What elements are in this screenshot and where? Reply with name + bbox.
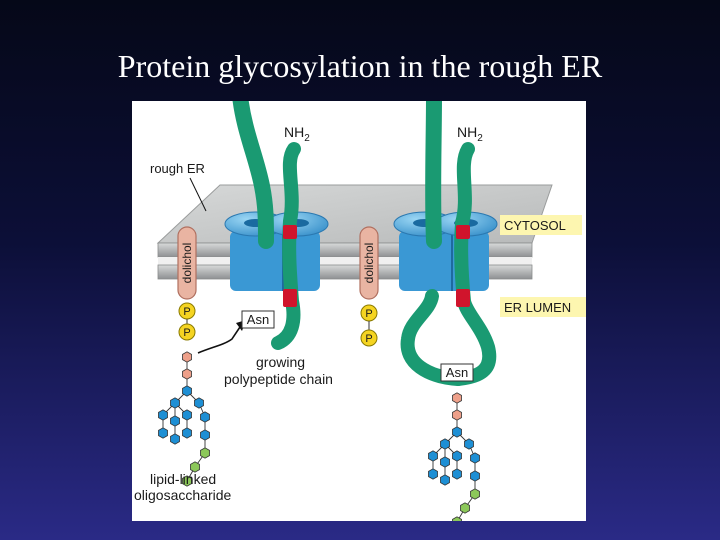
red-segment-right-upper [456, 225, 470, 239]
red-segment-right-lower [456, 289, 470, 307]
sugar-residue [440, 438, 450, 450]
nh2-label-left: NH2 [284, 124, 310, 144]
sugar-residue [182, 409, 192, 421]
phosphate-left-1-label: P [183, 306, 190, 318]
sugar-residue [158, 427, 168, 439]
sugar-residue [440, 456, 450, 468]
sugar-residue [452, 392, 462, 404]
sugar-residue [470, 452, 480, 464]
phosphate-group-left: P P [178, 302, 196, 341]
sugar-residue [182, 427, 192, 439]
rough-er-label: rough ER [150, 161, 205, 176]
phosphate-right-1-label: P [365, 308, 372, 320]
er-membrane [156, 184, 553, 280]
cytosol-label-box [500, 215, 582, 235]
sugar-residue [170, 415, 180, 427]
sugar-residue [170, 397, 180, 409]
sugar-residue [470, 488, 480, 500]
transfer-arrow [197, 320, 246, 354]
polypeptide-left-ribosome-strand [232, 101, 274, 249]
er-lumen-label: ER LUMEN [504, 300, 571, 315]
translocon-left [224, 211, 329, 291]
sugar-residue [452, 468, 462, 480]
sugar-residue [190, 461, 200, 473]
lipid-linked-oligosaccharide [158, 351, 210, 487]
asn-right-box [440, 363, 474, 382]
sugar-residue [428, 468, 438, 480]
sugar-residue [158, 409, 168, 421]
rough-er-pointer [189, 177, 207, 212]
transferred-oligosaccharide [428, 392, 480, 521]
sugar-residue [182, 475, 192, 487]
sugar-residue [200, 447, 210, 459]
translocon-right [393, 211, 498, 291]
sugar-residue [200, 411, 210, 423]
asn-left-label: Asn [247, 312, 269, 327]
phosphate-left-2-label: P [183, 327, 190, 339]
polypeptide-right-ribosome-strand [425, 101, 442, 249]
asn-right-label: Asn [446, 365, 468, 380]
er-glycosylation-diagram: dolichol dolichol P P P P rough ER NH2 N… [132, 101, 586, 521]
sugar-residue [470, 470, 480, 482]
phosphate-group-right: P P [360, 304, 378, 347]
sugar-residue [460, 502, 470, 514]
lipid-linked-label-line2: oligosaccharide [134, 487, 231, 503]
sugar-residue [452, 450, 462, 462]
dolichol-right-label: dolichol [362, 243, 376, 284]
asn-left-box [241, 310, 275, 329]
slide-title: Protein glycosylation in the rough ER [117, 48, 603, 84]
sugar-residue [182, 351, 192, 363]
sugar-residue [452, 409, 462, 421]
lipid-linked-label-line1: lipid-linked [150, 471, 216, 487]
sugar-residue [452, 516, 462, 521]
dolichol-left-label: dolichol [180, 243, 194, 284]
sugar-residue [428, 450, 438, 462]
growing-chain-label-line1: growing [256, 354, 305, 370]
red-segment-left-lower [283, 289, 297, 307]
growing-chain-label-line2: polypeptide chain [224, 371, 333, 387]
sugar-residue [200, 429, 210, 441]
red-segment-left-upper [283, 225, 297, 239]
polypeptide-left-growing-chain [271, 142, 301, 350]
sugar-residue [464, 438, 474, 450]
sugar-residue [182, 385, 192, 397]
phosphate-right-2-label: P [365, 333, 372, 345]
sugar-residue [452, 426, 462, 438]
dolichol-right: dolichol [359, 226, 379, 300]
sugar-residue [440, 474, 450, 486]
dolichol-left: dolichol [177, 226, 197, 300]
sugar-residue [182, 368, 192, 380]
nh2-label-right: NH2 [457, 124, 483, 144]
sugar-residue [170, 433, 180, 445]
er-lumen-label-box [500, 297, 586, 317]
cytosol-label: CYTOSOL [504, 218, 566, 233]
sugar-residue [194, 397, 204, 409]
